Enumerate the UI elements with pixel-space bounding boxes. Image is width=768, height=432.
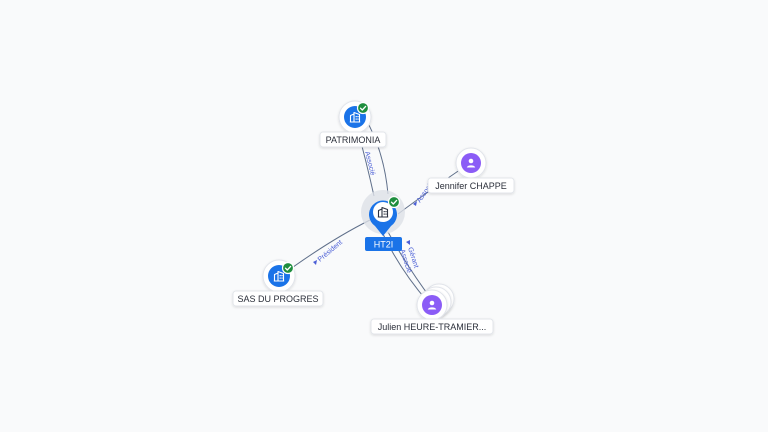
node-julien[interactable]: Julien HEURE-TRAMIER... xyxy=(370,283,494,335)
node-label-julien: Julien HEURE-TRAMIER... xyxy=(378,322,487,332)
node-jennifer[interactable]: Jennifer CHAPPE xyxy=(427,147,515,194)
node-label-jennifer: Jennifer CHAPPE xyxy=(435,181,507,191)
node-patrimonia[interactable]: PATRIMONIA xyxy=(319,100,387,148)
arrow-sas xyxy=(313,260,317,265)
arrow-jennifer xyxy=(413,201,417,206)
node-sas[interactable]: SAS DU PROGRES xyxy=(232,259,324,307)
node-center-ht2i[interactable]: HT2I xyxy=(361,190,405,251)
arrow-julien xyxy=(406,240,410,245)
node-label-patrimonia: PATRIMONIA xyxy=(326,135,381,145)
node-label-sas: SAS DU PROGRES xyxy=(237,294,318,304)
edge-label-patrimonia: Associé xyxy=(363,151,376,177)
edge-sas xyxy=(281,219,371,276)
node-label-center: HT2I xyxy=(374,240,394,250)
